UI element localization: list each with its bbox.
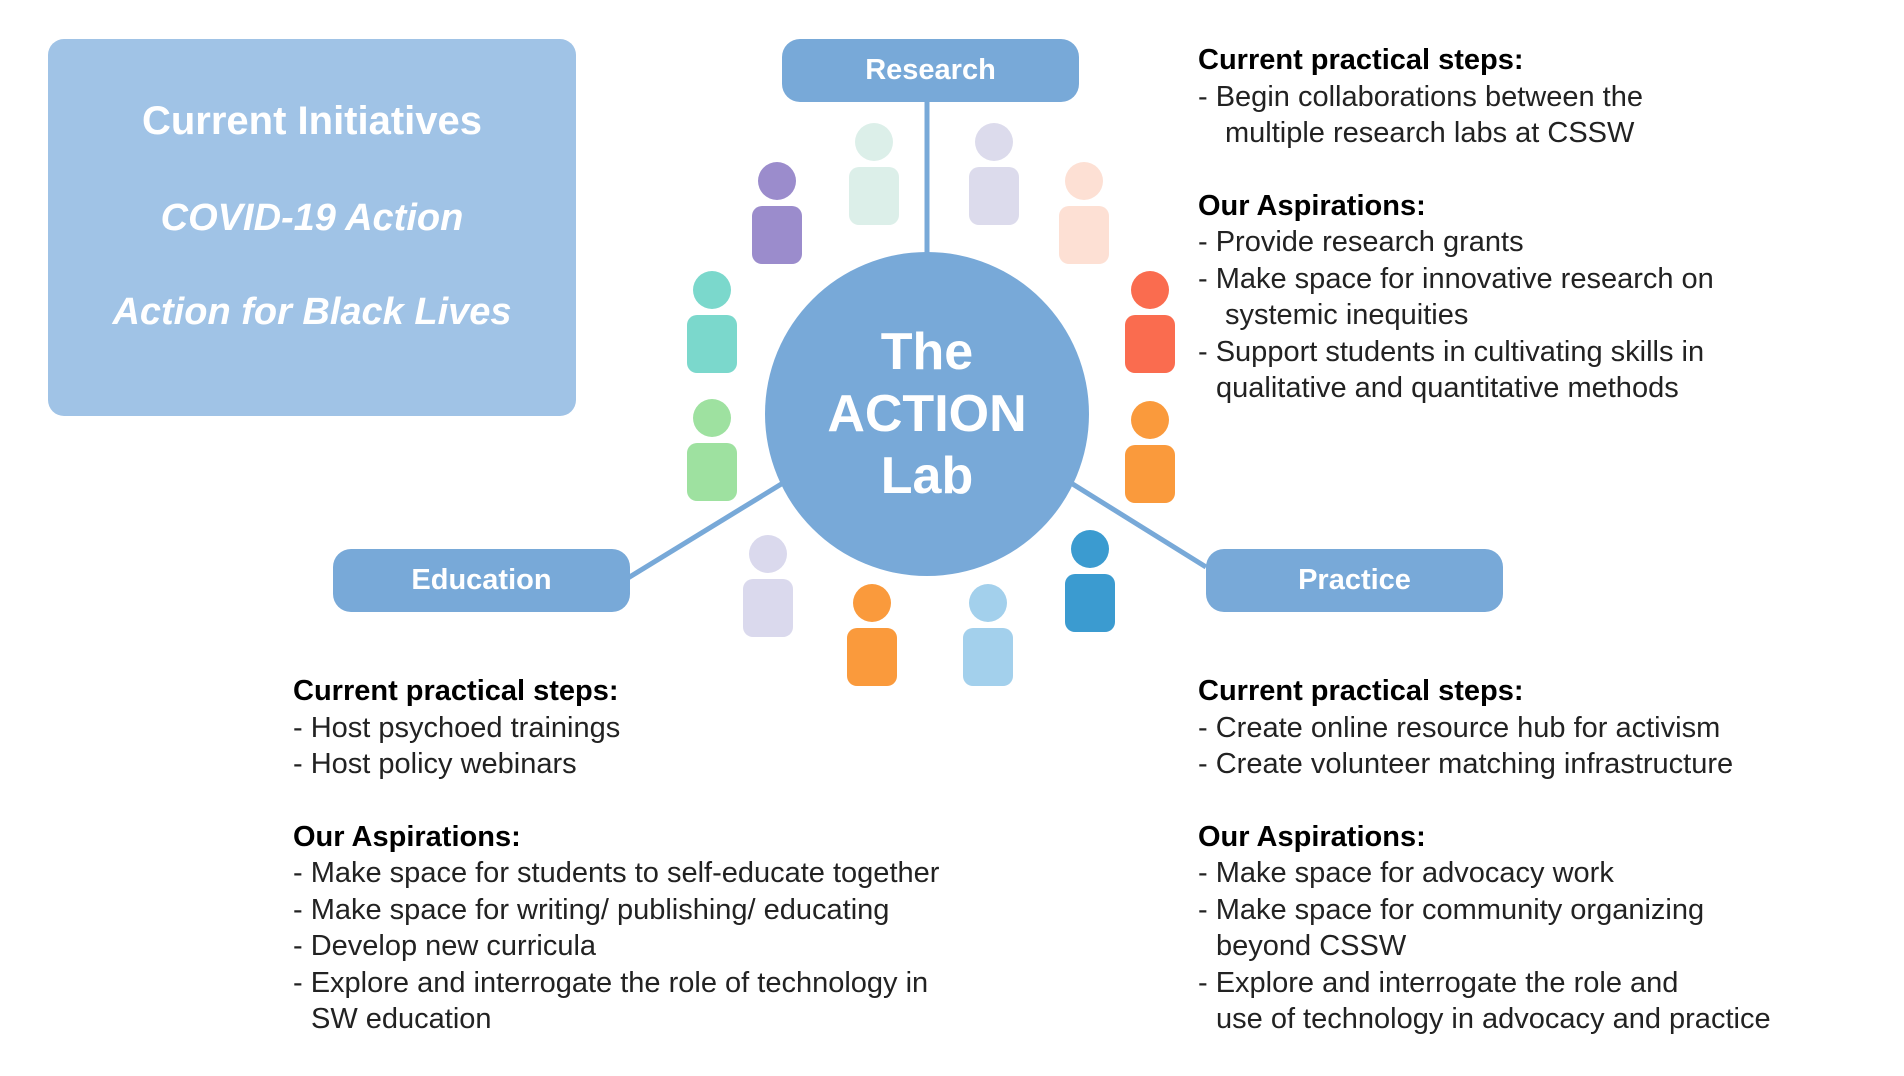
person-icon [847, 584, 897, 686]
education-aspirations-heading: Our Aspirations: [293, 820, 521, 853]
action-lab-hub: The ACTION Lab [765, 252, 1089, 576]
connector-practice [1069, 480, 1208, 570]
person-icon [1125, 401, 1175, 503]
practice-steps-heading: Current practical steps: [1198, 675, 1524, 707]
person-icon [687, 399, 737, 501]
education-aspiration-4: - Explore and interrogate the role of te… [293, 966, 929, 999]
practice-aspirations-heading: Our Aspirations: [1198, 820, 1426, 853]
initiative-black-lives: Action for Black Lives [112, 291, 512, 333]
hub-line-action: ACTION [827, 385, 1027, 443]
education-step-2: - Host policy webinars [293, 748, 577, 780]
practice-step-2: - Create volunteer matching infrastructu… [1198, 748, 1734, 780]
initiatives-title: Current Initiatives [141, 99, 483, 143]
research-aspiration-2: - Make space for innovative research on [1198, 262, 1714, 295]
practice-aspiration-2-cont: beyond CSSW [1216, 930, 1407, 962]
person-icon [743, 535, 793, 637]
education-aspiration-3: - Develop new curricula [293, 930, 597, 962]
person-icon [963, 584, 1013, 686]
person-icon [1059, 162, 1109, 264]
person-icon [752, 162, 802, 264]
practice-pill: Practice [1206, 549, 1503, 612]
education-step-1: - Host psychoed trainings [293, 711, 621, 744]
research-step-1: - Begin collaborations between the [1198, 80, 1643, 113]
research-details: Current practical steps: - Begin collabo… [1198, 42, 1714, 407]
hub-line-the: The [880, 323, 974, 381]
research-pill: Research [782, 39, 1079, 102]
connector-education [626, 480, 785, 581]
practice-details: Current practical steps: - Create online… [1198, 673, 1771, 1038]
hub-line-lab: Lab [880, 447, 974, 505]
person-icon [849, 123, 899, 225]
research-aspiration-3: - Support students in cultivating skills… [1198, 335, 1705, 368]
education-aspiration-2: - Make space for writing/ publishing/ ed… [293, 893, 890, 926]
practice-aspiration-3: - Explore and interrogate the role and [1198, 966, 1679, 999]
initiative-covid19: COVID-19 Action [160, 197, 464, 239]
person-icon [687, 271, 737, 373]
practice-step-1: - Create online resource hub for activis… [1198, 711, 1721, 744]
education-aspiration-4-cont: SW education [311, 1003, 492, 1035]
research-steps-heading: Current practical steps: [1198, 44, 1524, 76]
person-icon [1065, 530, 1115, 632]
education-pill: Education [333, 549, 630, 612]
person-icon [1125, 271, 1175, 373]
practice-aspiration-2: - Make space for community organizing [1198, 893, 1705, 926]
research-aspiration-1: - Provide research grants [1198, 226, 1524, 258]
education-aspiration-1: - Make space for students to self-educat… [293, 857, 940, 889]
research-aspiration-3-cont: qualitative and quantitative methods [1216, 372, 1679, 404]
practice-aspiration-1: - Make space for advocacy work [1198, 857, 1614, 889]
research-aspiration-2-cont: systemic inequities [1225, 299, 1469, 331]
education-details: Current practical steps: - Host psychoed… [293, 673, 939, 1038]
research-aspirations-heading: Our Aspirations: [1198, 189, 1426, 222]
research-step-1-cont: multiple research labs at CSSW [1225, 117, 1635, 149]
current-initiatives-card: Current Initiatives COVID-19 Action Acti… [48, 39, 576, 416]
person-icon [969, 123, 1019, 225]
education-steps-heading: Current practical steps: [293, 675, 619, 707]
practice-aspiration-3-cont: use of technology in advocacy and practi… [1216, 1003, 1771, 1035]
